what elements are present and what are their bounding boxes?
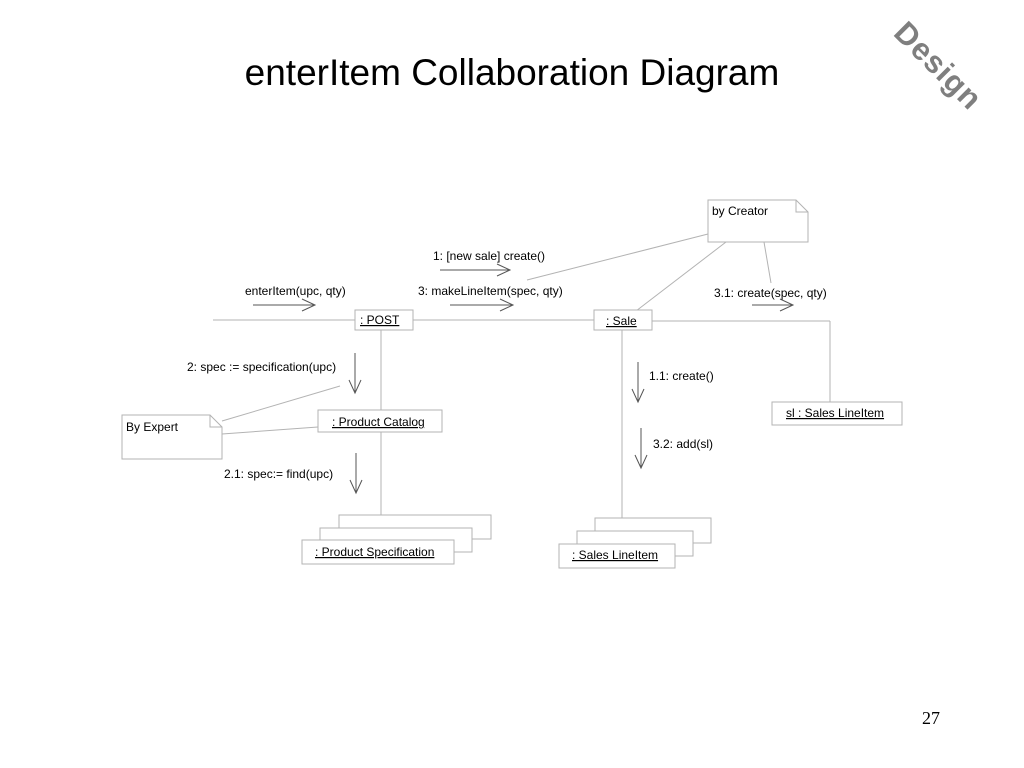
sale-box	[593, 309, 653, 331]
by-creator-text: by Creator	[712, 204, 768, 218]
by-creator-note	[707, 199, 809, 243]
creator-anchor-3	[763, 241, 772, 284]
slide-title: enterItem Collaboration Diagram	[244, 52, 780, 93]
arrow-make-line-item	[450, 298, 515, 312]
arrow-create-sale	[440, 263, 512, 277]
msg-create-sale: 1: [new sale] create()	[433, 249, 545, 263]
product-catalog-box	[317, 409, 443, 433]
arrow-find-upc	[349, 453, 363, 495]
arrow-create-1-1	[631, 362, 645, 404]
by-expert-note-fold	[209, 415, 222, 428]
msg-create-1-1: 1.1: create()	[649, 369, 714, 383]
creator-anchor-2	[635, 241, 727, 312]
by-creator-note-fold	[795, 200, 808, 213]
expert-anchor-1	[221, 385, 341, 422]
page-number: 27	[922, 708, 940, 728]
by-expert-note	[121, 414, 223, 460]
msg-create-spec-qty: 3.1: create(spec, qty)	[714, 286, 827, 300]
msg-find-upc: 2.1: spec:= find(upc)	[224, 467, 333, 481]
arrow-create-spec	[752, 298, 795, 312]
arrow-enter-item	[253, 298, 317, 312]
msg-add-sl: 3.2: add(sl)	[653, 437, 713, 451]
sl-sales-line-item-label: sl : Sales LineItem	[786, 406, 884, 420]
product-spec-label: : Product Specification	[315, 545, 434, 559]
expert-anchor-2	[221, 426, 319, 435]
msg-make-line-item: 3: makeLineItem(spec, qty)	[418, 284, 563, 298]
msg-specification: 2: spec := specification(upc)	[187, 360, 336, 374]
post-box	[354, 309, 414, 331]
arrow-specification	[348, 353, 362, 395]
sl-sales-line-item-box	[771, 401, 903, 426]
sale-label: : Sale	[606, 314, 637, 328]
sales-line-item-box	[558, 543, 676, 569]
post-label: : POST	[360, 313, 400, 327]
by-expert-text: By Expert	[126, 420, 179, 434]
sales-line-item-label: : Sales LineItem	[572, 548, 658, 562]
msg-enter-item: enterItem(upc, qty)	[245, 284, 346, 298]
creator-anchor-1	[526, 233, 709, 281]
arrow-add-sl	[634, 428, 648, 470]
product-spec-box	[301, 539, 455, 565]
product-catalog-label: : Product Catalog	[332, 415, 425, 429]
